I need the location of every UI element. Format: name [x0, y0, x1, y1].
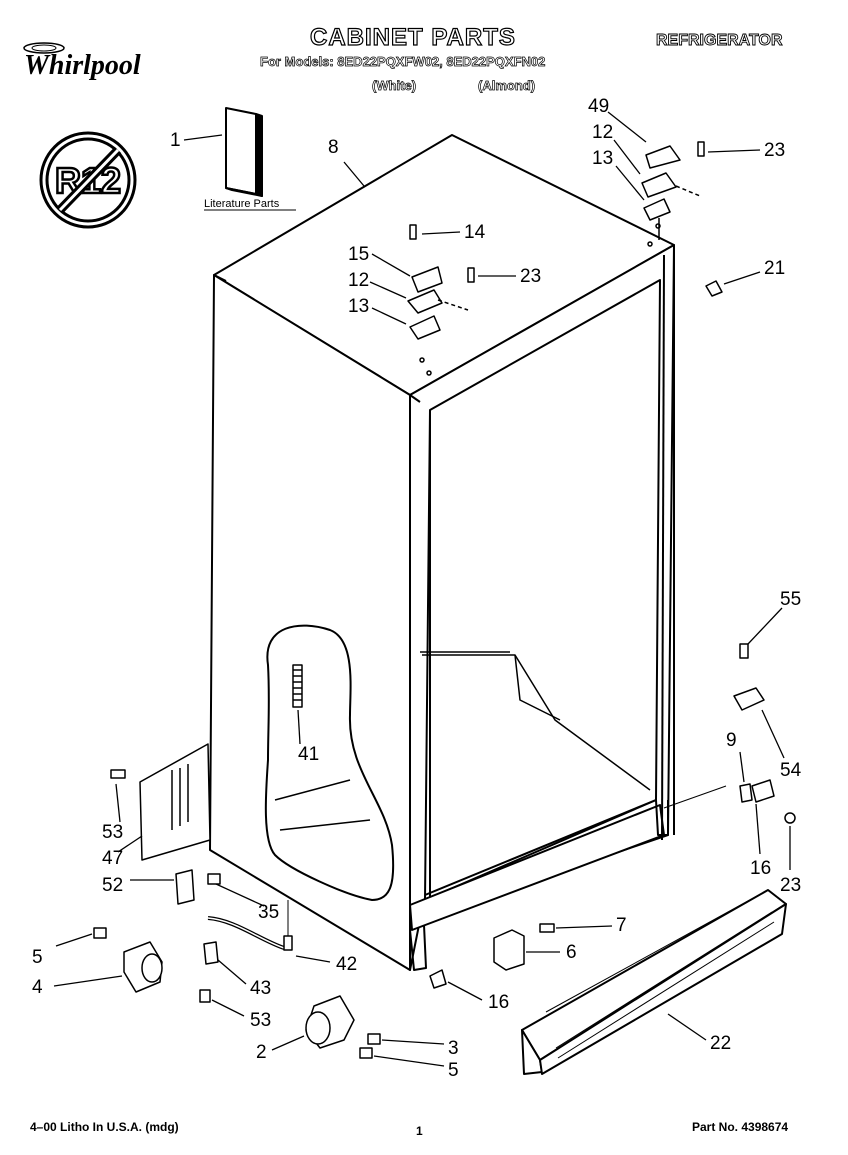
callout-3: 3 [448, 1038, 459, 1059]
callout-6: 6 [566, 942, 577, 963]
literature-book-icon [225, 107, 263, 197]
callout-42: 42 [336, 954, 357, 975]
spring-part-41 [292, 664, 303, 708]
literature-caption: Literature Parts [204, 198, 280, 210]
page-title: CABINET PARTS [309, 23, 516, 51]
logo-text: Whirlpool [24, 50, 141, 81]
callout-13-right: 13 [592, 148, 613, 169]
callout-9: 9 [726, 730, 737, 751]
footer-page-number: 1 [416, 1124, 423, 1138]
toe-grille-part-22 [521, 889, 787, 1075]
callout-41: 41 [298, 744, 319, 765]
hinge-part-54 [663, 643, 796, 824]
callout-22: 22 [710, 1033, 731, 1054]
callout-7: 7 [616, 915, 627, 936]
hinge-assembly-right [641, 141, 705, 247]
callout-5-bottom: 5 [448, 1060, 459, 1081]
callout-labels: 1 8 49 12 13 23 14 15 12 23 13 21 55 41 … [32, 96, 802, 1081]
callout-4: 4 [32, 977, 43, 998]
callout-8: 8 [328, 137, 339, 158]
r12-prohibited-badge: R12 [39, 131, 137, 229]
callout-54: 54 [780, 760, 802, 781]
callout-12-right: 12 [592, 122, 613, 143]
callout-12-center: 12 [348, 270, 369, 291]
callout-35: 35 [258, 902, 279, 923]
roller-part-4 [93, 927, 163, 993]
callout-52: 52 [102, 875, 123, 896]
appliance-category: REFRIGERATOR [656, 32, 783, 50]
callout-16-bottom: 16 [488, 992, 509, 1013]
callout-47: 47 [102, 848, 123, 869]
variant-white: (White) [372, 78, 417, 94]
callout-23-center: 23 [520, 266, 541, 287]
clip-part-21 [705, 280, 723, 297]
callout-23-bottom: 23 [780, 875, 801, 896]
r12-label: R12 [55, 160, 121, 201]
variant-almond: (Almond) [478, 78, 536, 94]
callout-43: 43 [250, 978, 271, 999]
footer-litho: 4–00 Litho In U.S.A. (mdg) [30, 1120, 179, 1134]
bracket-part-47 [110, 743, 211, 861]
callout-21: 21 [764, 258, 785, 279]
callout-2: 2 [256, 1042, 267, 1063]
callout-55: 55 [780, 589, 801, 610]
clamp-part-43 [203, 941, 219, 965]
callout-1: 1 [170, 130, 181, 151]
hinge-assembly-center [407, 224, 475, 376]
bracket-part-6 [429, 923, 555, 989]
leader-lines [53, 111, 791, 1067]
models-line: For Models: 8ED22PQXFW02, 8ED22PQXFN02 [260, 54, 546, 70]
footer-part-number: Part No. 4398674 [692, 1120, 789, 1134]
callout-5-left: 5 [32, 947, 43, 968]
callout-15: 15 [348, 244, 369, 265]
callout-49: 49 [588, 96, 609, 117]
callout-16-right: 16 [750, 858, 771, 879]
roller-part-2 [305, 995, 381, 1059]
whirlpool-logo: Whirlpool [23, 42, 141, 81]
hinge-bracket-part-52 [175, 869, 221, 905]
callout-14: 14 [464, 222, 486, 243]
callout-23-right: 23 [764, 140, 785, 161]
callout-53-bottom: 53 [250, 1010, 271, 1031]
callout-13-center: 13 [348, 296, 369, 317]
callout-53-left: 53 [102, 822, 123, 843]
